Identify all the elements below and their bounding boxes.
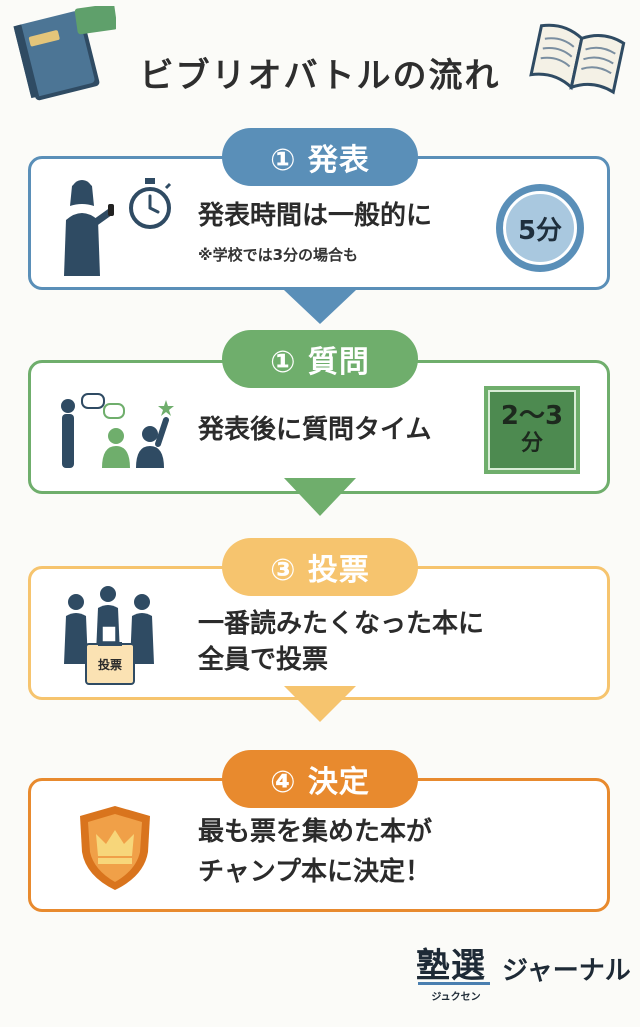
- logo-kanji: 塾選: [416, 946, 486, 986]
- stopwatch-icon: [129, 178, 172, 229]
- badge-2-3-line2: 分: [520, 431, 543, 456]
- step-text-decision-line2: チャンプ本に決定！: [198, 857, 431, 887]
- badge-2-3-line1: 2～3: [500, 401, 564, 431]
- step-label-presentation: ① 発表: [222, 128, 418, 186]
- step-label-vote: ③ 投票: [222, 538, 418, 596]
- ballot-box-label: 投票: [97, 658, 122, 672]
- step-note-presentation: ※学校では3分の場合も: [198, 246, 359, 264]
- step-text-question: 発表後に質問タイム: [198, 415, 432, 445]
- crown-shield-icon: [80, 806, 150, 890]
- logo-underline: [418, 982, 490, 985]
- time-badge-2-3min: 2～3 分: [484, 386, 580, 474]
- flow-arrow-2: [284, 478, 356, 516]
- logo-journal: ジャーナル: [502, 956, 631, 986]
- juku-sen-logo: 塾選 ジュクセン: [416, 938, 496, 1008]
- step-text-vote-line2: 全員で投票: [198, 645, 329, 675]
- step-text-decision-line1: 最も票を集めた本が: [198, 817, 433, 847]
- closed-book-icon: [13, 6, 116, 101]
- flow-arrow-1: [284, 290, 356, 324]
- voters-icon: [64, 586, 154, 685]
- question-people-icon: [61, 393, 174, 468]
- time-badge-5min: 5分: [496, 184, 584, 272]
- open-book-icon: [529, 23, 626, 95]
- step-text-vote-line1: 一番読みたくなった本に: [198, 609, 485, 639]
- step-text-presentation: 発表時間は一般的に: [198, 201, 433, 231]
- logo-ruby: ジュクセン: [431, 992, 481, 1003]
- badge-5min-text: 5分: [517, 215, 563, 246]
- flow-arrow-3: [284, 686, 356, 722]
- presenter-icon: [64, 180, 114, 276]
- step-label-question: ① 質問: [222, 330, 418, 388]
- page-title: ビブリオバトルの流れ: [139, 56, 501, 96]
- step-label-decision: ④ 決定: [222, 750, 418, 808]
